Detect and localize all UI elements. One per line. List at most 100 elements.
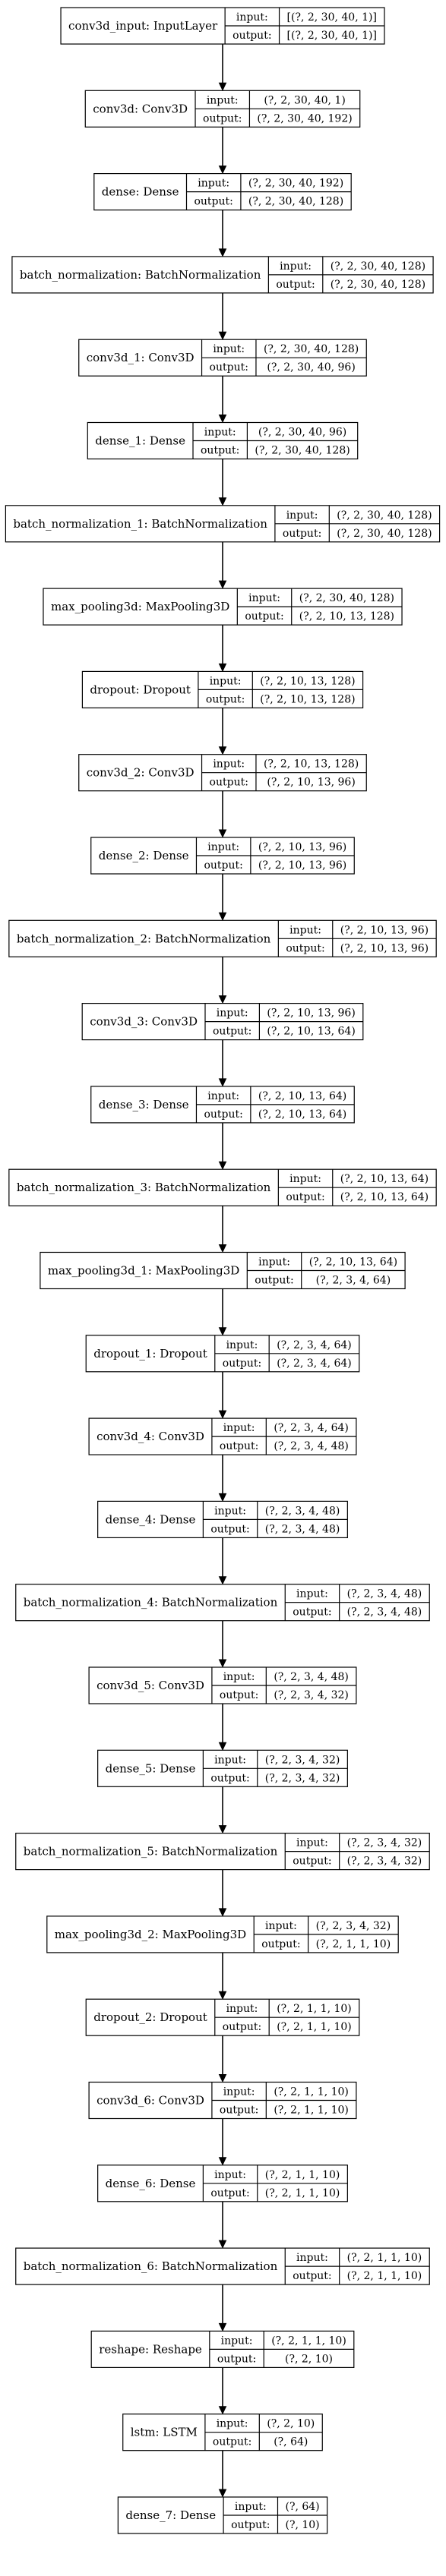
input-shape: (?, 2, 3, 4, 32) (265, 1754, 340, 1766)
input-shape: (?, 2, 1, 1, 10) (274, 2086, 349, 2098)
layer-label: conv3d: Conv3D (93, 102, 188, 115)
output-shape: (?, 2, 3, 4, 64) (277, 1357, 352, 1370)
input-shape: (?, 2, 10, 13, 64) (309, 1256, 397, 1269)
arrow-head (218, 829, 227, 838)
layer-label: dropout_2: Dropout (93, 2010, 207, 2024)
output-shape: (?, 2, 30, 40, 128) (255, 445, 350, 457)
edge-arrow (218, 1206, 227, 1253)
input-shape: (?, 2, 30, 40, 128) (264, 343, 359, 355)
output-shape: (?, 2, 3, 4, 32) (265, 1772, 340, 1784)
layer-node: batch_normalization: BatchNormalizationi… (11, 256, 434, 294)
output-port-label: output: (213, 2436, 251, 2448)
edge-arrow (218, 1537, 227, 1585)
output-port-label: output: (220, 1440, 258, 1452)
arrow-head (218, 1161, 227, 1170)
arrow-head (218, 2074, 227, 2083)
output-port-label: output: (255, 1275, 293, 1287)
input-port-label: input: (207, 94, 239, 106)
output-port-label: output: (210, 1523, 249, 1535)
input-port-label: input: (280, 260, 312, 273)
layer-label: batch_normalization_6: BatchNormalizatio… (24, 2259, 278, 2273)
layer-label: batch_normalization_4: BatchNormalizatio… (24, 1596, 278, 1610)
edge-arrow (218, 1786, 227, 1834)
layer-label: dense_5: Dense (106, 1761, 196, 1775)
edge-arrow (218, 459, 227, 506)
output-port-label: output: (223, 1357, 261, 1370)
input-shape: (?, 2, 10, 13, 128) (260, 675, 355, 687)
input-port-label: input: (210, 675, 242, 687)
layer-label: conv3d_6: Conv3D (96, 2094, 204, 2108)
edge-arrow (218, 1039, 227, 1087)
layer-label: conv3d_1: Conv3D (87, 351, 195, 364)
input-shape: (?, 64) (285, 2501, 319, 2513)
layer-label: conv3d_2: Conv3D (87, 766, 195, 780)
output-port-label: output: (210, 2187, 249, 2199)
input-shape: (?, 2, 3, 4, 32) (316, 1920, 391, 1932)
arrow-head (218, 580, 227, 589)
arrow-head (218, 331, 227, 340)
output-shape: (?, 2, 30, 40, 128) (337, 528, 432, 540)
layer-node: batch_normalization_6: BatchNormalizatio… (15, 2247, 430, 2285)
output-shape: (?, 2, 1, 1, 10) (277, 2021, 352, 2033)
layer-label: dense: Dense (102, 185, 179, 199)
output-shape: (?, 2, 10, 13, 96) (258, 859, 346, 872)
layer-node: batch_normalization_4: BatchNormalizatio… (15, 1584, 430, 1622)
output-shape: (?, 2, 30, 40, 192) (257, 112, 352, 125)
input-port-label: input: (217, 2418, 248, 2430)
output-port-label: output: (261, 1938, 300, 1950)
edge-arrow (218, 1620, 227, 1668)
arrow-head (218, 663, 227, 673)
layer-label: reshape: Reshape (99, 2342, 202, 2356)
edge-arrow (218, 2284, 227, 2332)
layer-label: batch_normalization_3: BatchNormalizatio… (17, 1181, 271, 1194)
output-port-label: output: (283, 528, 321, 540)
output-shape: (?, 2, 10, 13, 96) (267, 777, 355, 789)
arrow-head (218, 2406, 227, 2415)
arrow-head (218, 1742, 227, 1751)
input-port-label: input: (236, 11, 268, 24)
output-shape: (?, 2, 3, 4, 32) (347, 1856, 422, 1868)
output-shape: (?, 2, 10, 13, 64) (267, 1026, 355, 1038)
layer-label: max_pooling3d_2: MaxPooling3D (55, 1928, 246, 1941)
input-port-label: input: (296, 1837, 328, 1849)
input-shape: (?, 2, 3, 4, 32) (347, 1837, 422, 1849)
edge-arrow (218, 1288, 227, 1336)
layer-label: dropout_1: Dropout (93, 1347, 207, 1361)
layer-label: conv3d_5: Conv3D (96, 1679, 204, 1692)
arrow-head (218, 1908, 227, 1917)
arrow-head (218, 1659, 227, 1668)
input-shape: (?, 2, 1, 1, 10) (347, 2252, 422, 2264)
input-port-label: input: (248, 592, 280, 604)
output-port-label: output: (206, 693, 245, 705)
input-port-label: input: (214, 2169, 246, 2181)
layer-label: dense_4: Dense (106, 1512, 196, 1526)
input-shape: (?, 2, 30, 40, 1) (264, 94, 345, 106)
layer-label: dense_3: Dense (99, 1098, 189, 1111)
output-shape: (?, 2, 3, 4, 64) (316, 1275, 391, 1287)
layer-label: conv3d_4: Conv3D (96, 1430, 204, 1443)
arrow-head (218, 1410, 227, 1419)
edge-arrow (218, 1869, 227, 1917)
arrow-head (218, 1493, 227, 1502)
output-shape: (?, 2, 3, 4, 32) (274, 1689, 349, 1701)
arrow-head (218, 82, 227, 91)
layer-label: batch_normalization_2: BatchNormalizatio… (17, 932, 271, 945)
input-shape: (?, 2, 10, 13, 64) (340, 1173, 429, 1185)
arrow-head (218, 912, 227, 921)
